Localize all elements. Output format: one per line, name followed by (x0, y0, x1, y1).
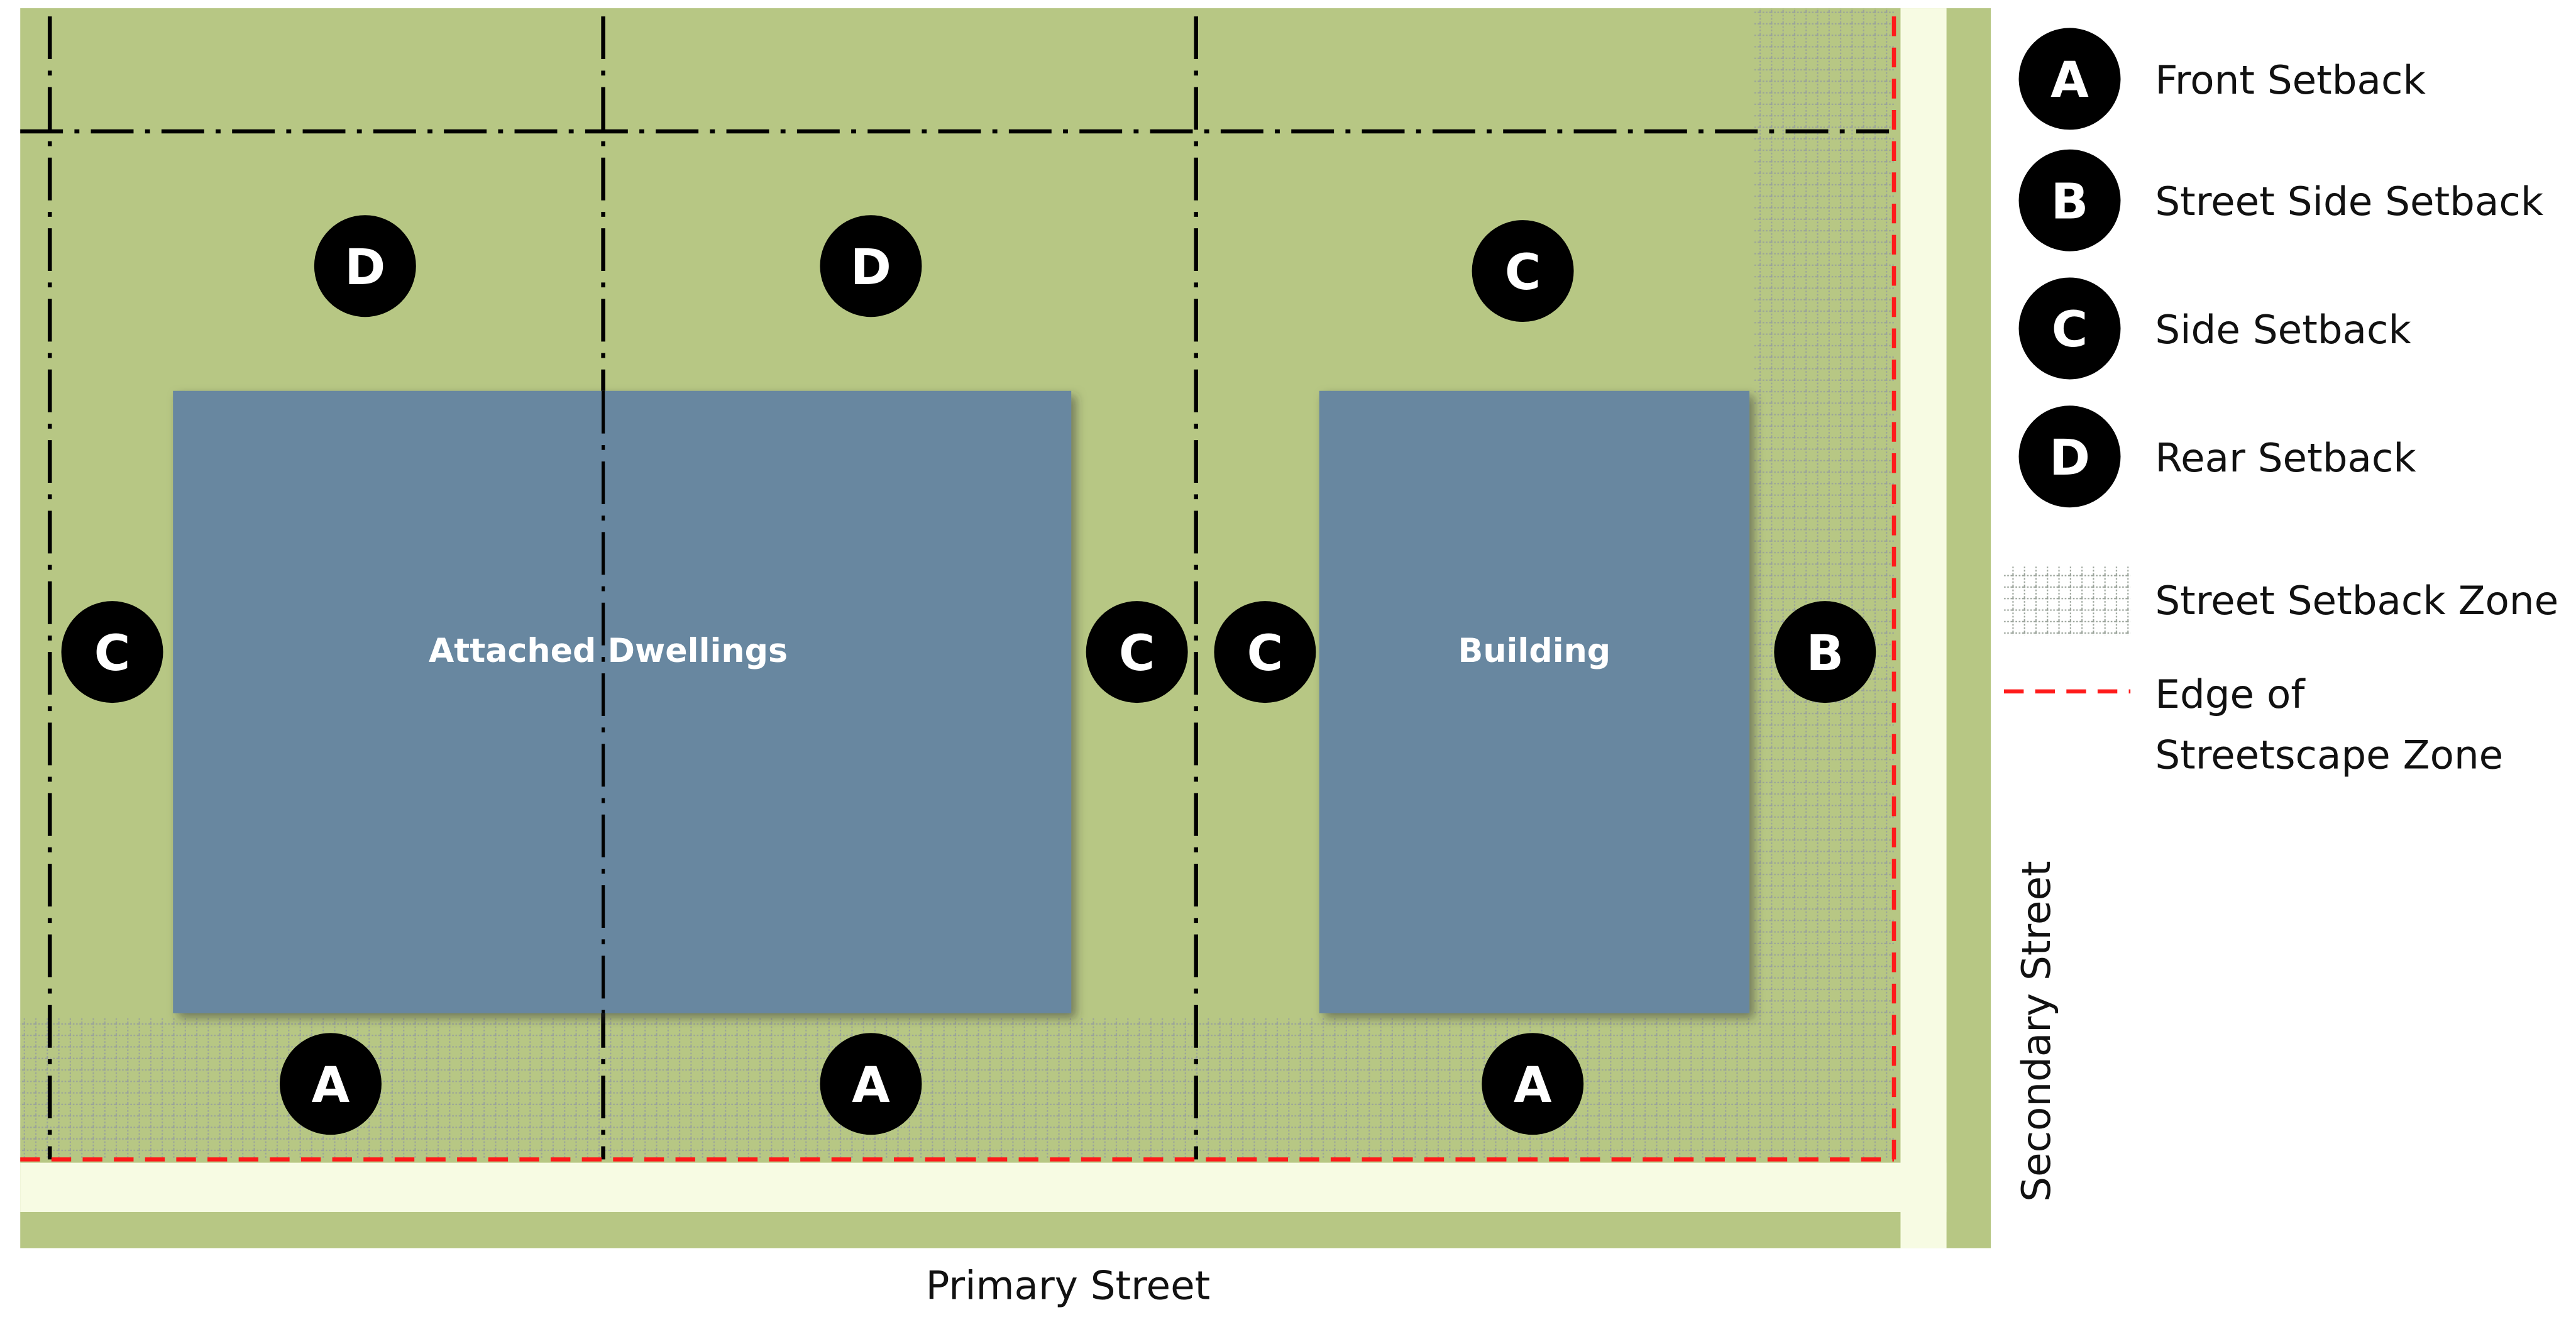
legend-marker-circle (2018, 405, 2121, 508)
marker-letter: C (94, 625, 131, 682)
marker-letter: D (344, 239, 385, 296)
legend-marker-letter: A (2050, 52, 2089, 109)
marker-letter: A (1514, 1057, 1552, 1114)
legend-item-c: C Side Setback (2018, 277, 2411, 380)
legend-item-a: A Front Setback (2018, 28, 2426, 130)
marker-circle (314, 215, 416, 317)
setback-marker-d: D (820, 215, 922, 317)
legend-item-b: B Street Side Setback (2018, 149, 2544, 251)
building-footprint (1319, 390, 1750, 1013)
marker-circle (1774, 601, 1876, 703)
marker-circle (1472, 220, 1574, 322)
building-label: Building (1458, 632, 1611, 670)
setback-marker-c: C (1472, 220, 1574, 322)
legend-edge-label-line2: Streetscape Zone (2155, 732, 2503, 778)
legend-marker-circle (2018, 149, 2121, 251)
marker-circle (1214, 601, 1316, 703)
secondary-street-label: Secondary Street (2013, 861, 2059, 1201)
legend-edge-label-line1: Edge of (2155, 671, 2306, 717)
legend-marker-letter: C (2052, 301, 2088, 358)
legend-item-label: Street Side Setback (2155, 179, 2544, 224)
legend-marker-circle (2018, 277, 2121, 380)
marker-circle (820, 215, 922, 317)
primary-street-pavement (20, 1162, 1947, 1212)
marker-circle (61, 601, 163, 703)
secondary-street-pavement (1900, 8, 1947, 1248)
setback-marker-c: C (1086, 601, 1188, 703)
legend-hatch-swatch (2004, 566, 2131, 636)
setback-marker-b: B (1774, 601, 1876, 703)
legend-item-label: Rear Setback (2155, 435, 2416, 481)
marker-letter: C (1505, 244, 1541, 301)
legend-hatch-label: Street Setback Zone (2155, 578, 2558, 624)
marker-circle (820, 1033, 922, 1135)
street-side-setback-zone (1754, 8, 1894, 1018)
legend-marker-letter: D (2049, 429, 2090, 487)
setback-marker-c: C (1214, 601, 1316, 703)
setback-marker-d: D (314, 215, 416, 317)
setback-marker-a: A (1482, 1033, 1584, 1135)
marker-letter: C (1119, 625, 1155, 682)
marker-letter: A (852, 1057, 890, 1114)
primary-street-label: Primary Street (926, 1262, 1211, 1308)
marker-letter: C (1247, 625, 1284, 682)
legend-marker-letter: B (2051, 173, 2089, 230)
legend-item-label: Front Setback (2155, 57, 2426, 103)
marker-circle (1086, 601, 1188, 703)
legend-marker-circle (2018, 28, 2121, 130)
attached-dwellings-label: Attached Dwellings (429, 632, 788, 670)
setback-marker-a: A (279, 1033, 382, 1135)
marker-circle (279, 1033, 382, 1135)
marker-letter: A (312, 1057, 350, 1114)
marker-letter: B (1806, 625, 1844, 682)
setback-marker-a: A (820, 1033, 922, 1135)
attached-dwellings-footprint (173, 390, 1072, 1013)
marker-circle (1482, 1033, 1584, 1135)
marker-letter: D (850, 239, 891, 296)
legend-item-d: D Rear Setback (2018, 405, 2416, 508)
legend-item-label: Side Setback (2155, 307, 2411, 353)
streetscape-edge (20, 16, 1896, 1162)
setback-marker-c: C (61, 601, 163, 703)
